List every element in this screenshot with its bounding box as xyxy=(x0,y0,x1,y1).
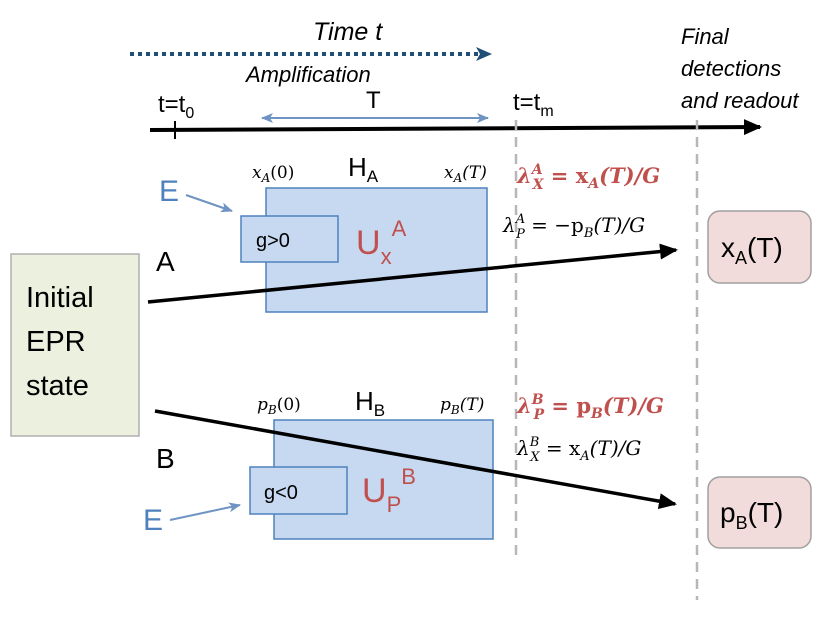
tm-label: t=tm xyxy=(513,89,554,120)
branch-b-label: B xyxy=(156,443,175,474)
gain-a-box xyxy=(240,215,339,263)
time-title: Time t xyxy=(313,18,383,46)
environment-b-arrow xyxy=(169,502,241,521)
readout-b-label: pB(T) xyxy=(720,497,783,533)
amplification-label: Amplification xyxy=(244,62,371,87)
branch-a-arrow xyxy=(147,243,678,304)
time-axis xyxy=(149,119,762,136)
branch-a-label: A xyxy=(156,246,175,277)
pb-start-label: pB(0) xyxy=(257,395,301,417)
environment-b-label: E xyxy=(143,504,163,537)
unitary-a-label: UxA xyxy=(356,216,407,269)
hamiltonian-a-label: HA xyxy=(348,152,379,186)
initial-epr-state-box xyxy=(10,253,140,437)
duration-label: T xyxy=(366,87,381,114)
pb-end-label: pB(T) xyxy=(440,395,484,417)
t0-label: t=t0 xyxy=(158,91,194,122)
gain-a-label: g>0 xyxy=(256,230,290,252)
readout-a-box xyxy=(707,210,812,284)
final-detections-label: Final detections and readout xyxy=(681,24,799,113)
xa-start-label: xA(0) xyxy=(252,163,294,185)
unitary-b-label: UPB xyxy=(362,464,416,517)
branch-b-arrow xyxy=(154,409,677,510)
environment-a-label: E xyxy=(159,175,179,208)
xa-end-label: xA(T) xyxy=(444,163,487,185)
environment-a-arrow xyxy=(185,194,233,213)
gain-b-label: g<0 xyxy=(264,482,298,504)
hamiltonian-b-label: HB xyxy=(355,386,385,420)
initial-epr-state-label: Initial EPR state xyxy=(26,282,102,402)
readout-a-label: xA(T) xyxy=(721,232,783,268)
gain-b-box xyxy=(249,466,348,515)
readout-b-box xyxy=(707,476,812,549)
